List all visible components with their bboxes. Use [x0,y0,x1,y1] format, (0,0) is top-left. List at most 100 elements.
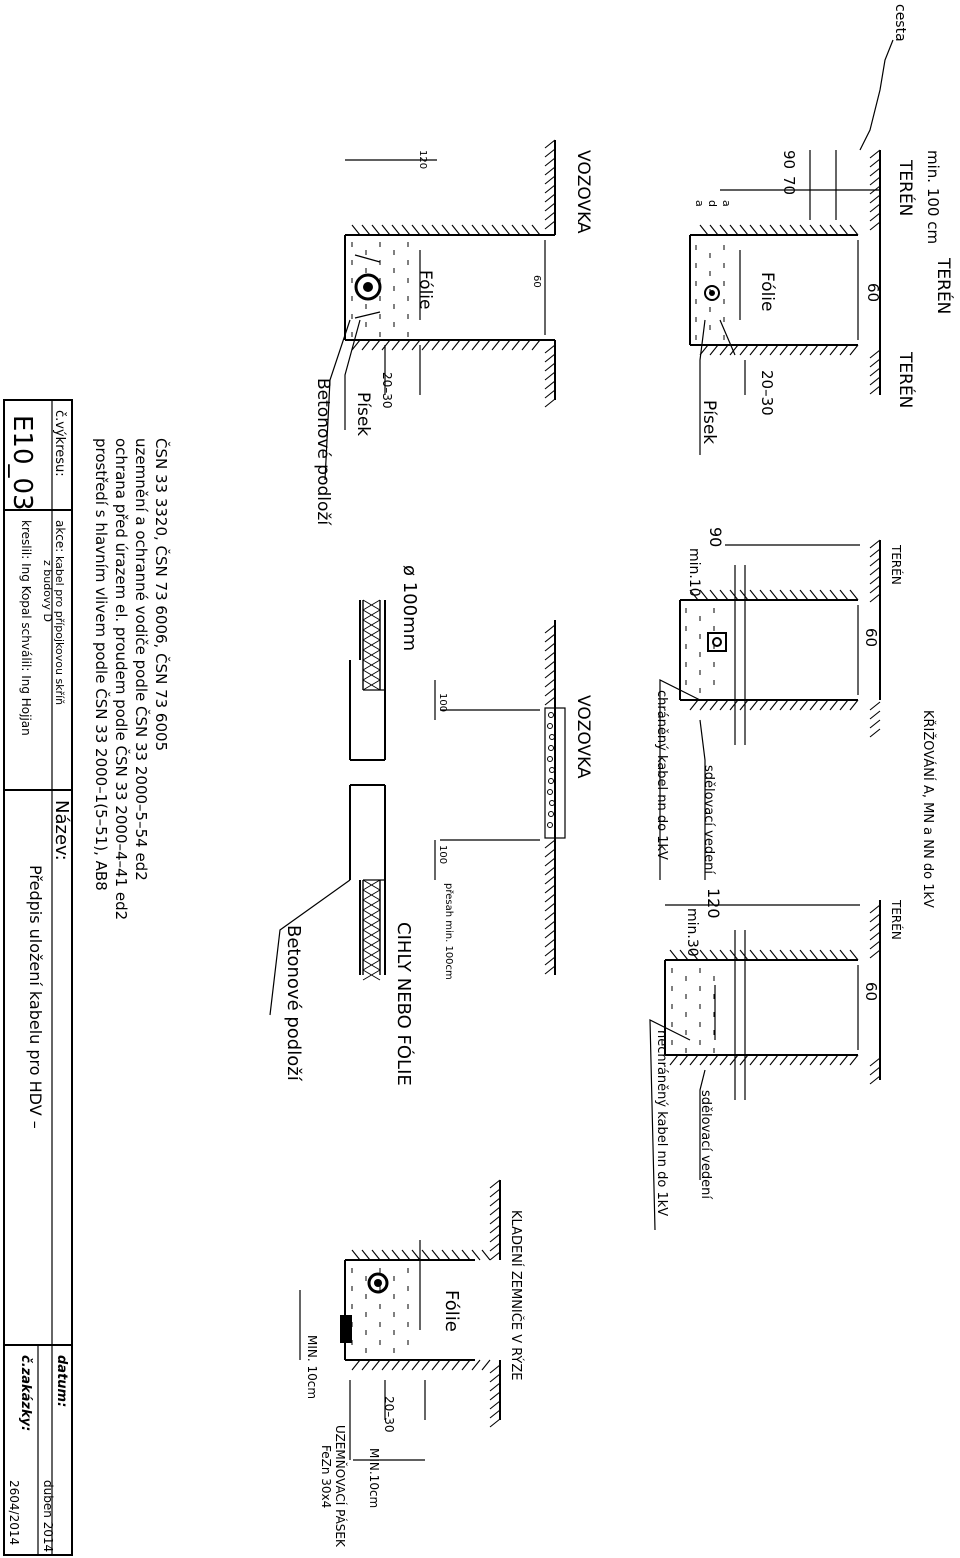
gravel-mark [547,789,553,795]
hatch-stroke [729,949,739,961]
hatch-stroke [491,224,501,236]
hatch-stroke [361,224,371,236]
hatch-stroke [544,857,556,867]
hatch-stroke [489,1242,501,1252]
hatch-stroke [489,1409,501,1419]
hatch-stroke [869,557,881,567]
hatch-stroke [481,1359,491,1371]
hatch-stroke [441,1249,451,1261]
hatch-stroke [799,699,809,711]
hatch-stroke [809,1054,819,1066]
hatch-stroke [849,344,859,356]
hatch-stroke [362,879,381,891]
hatch-stroke [729,699,739,711]
hatch-stroke [401,1249,411,1261]
hatch-stroke [544,911,556,921]
hatch-stroke [839,344,849,356]
hatch-stroke [544,947,556,957]
hatch-stroke [544,624,556,634]
bricks-label: CIHLY NEBO FÓLIE [393,922,415,1086]
hatch-stroke [799,1054,809,1066]
unprotected-cable-label: nechráněný kabel nn do 1kV [654,1030,669,1216]
hatch-stroke [362,909,381,921]
action-text-2: z budovy D [41,560,54,622]
hatch-stroke [769,344,779,356]
hatch-stroke [789,699,799,711]
hatch-stroke [381,339,391,351]
hatch-stroke [461,339,471,351]
hatch-stroke [544,184,556,194]
road-title-d: VOZOVKA [573,695,593,779]
hatch-stroke [869,358,881,368]
hatch-stroke [489,1382,501,1392]
earthing-20-30: 20–30 [382,1396,396,1433]
hatch-stroke [544,884,556,894]
hatch-stroke [351,1249,361,1261]
standard-line-3: ochrana před úrazem el. proudem podle ČS… [112,438,131,920]
panel-a-trench-under-terrain [689,39,894,455]
hatch-stroke [869,1057,881,1067]
earthing-min10: MIN. 10cm [305,1335,319,1399]
hatch-stroke [501,224,511,236]
road-title-b: VOZOVKA [573,150,593,234]
hatch-stroke [869,584,881,594]
terrain-label-right: TERÉN [895,351,917,408]
hatch-stroke [819,949,829,961]
hatch-stroke [421,224,431,236]
hatch-stroke [401,224,411,236]
hatch-stroke [849,224,859,236]
hatch-stroke [451,1359,461,1371]
hatch-stroke [431,1249,441,1261]
hatch-stroke [699,699,709,711]
hatch-stroke [471,1359,481,1371]
hatch-stroke [481,339,491,351]
hatch-stroke [869,1066,881,1076]
hatch-stroke [759,949,769,961]
hatch-stroke [869,212,881,222]
hatch-stroke [362,949,381,961]
diameter-label: ø 100mm [399,565,420,651]
hatch-stroke [799,589,809,601]
hatch-stroke [769,949,779,961]
hatch-stroke [544,902,556,912]
hatch-stroke [869,593,881,603]
dim-90: 90 [780,150,798,169]
hatch-stroke [362,659,381,671]
hatch-stroke [544,696,556,706]
hatch-stroke [709,949,719,961]
hatch-stroke [869,566,881,576]
hatch-stroke [809,344,819,356]
hatch-stroke [544,920,556,930]
hatch-stroke [719,699,729,711]
hatch-stroke [699,224,709,236]
hatch-stroke [869,940,881,950]
hatch-stroke [381,224,391,236]
hatch-stroke [381,1359,391,1371]
hatch-stroke [362,889,381,901]
terrain-label-left: TERÉN [895,159,917,216]
dim-70: 70 [780,176,798,195]
hatch-stroke [869,176,881,186]
gravel-mark [548,778,554,784]
gravel-mark [549,767,555,773]
hatch-stroke [489,1251,501,1261]
hatch-stroke [421,339,431,351]
hatch-stroke [749,344,759,356]
hatch-stroke [521,339,531,351]
gravel-mark [549,734,555,740]
hatch-stroke [544,938,556,948]
hatch-stroke [869,539,881,549]
hatch-stroke [431,1359,441,1371]
hatch-stroke [362,629,381,641]
hatch-stroke [391,224,401,236]
hatch-stroke [839,589,849,601]
dim-a2: a [720,200,733,207]
hatch-stroke [531,224,541,236]
action-label: akce: [53,520,67,552]
hatch-stroke [869,904,881,914]
hatch-stroke [544,193,556,203]
crossing-dim-min10: min.10 [686,548,702,597]
hatch-stroke [739,224,749,236]
hatch-stroke [819,1054,829,1066]
gravel-mark [548,712,554,718]
